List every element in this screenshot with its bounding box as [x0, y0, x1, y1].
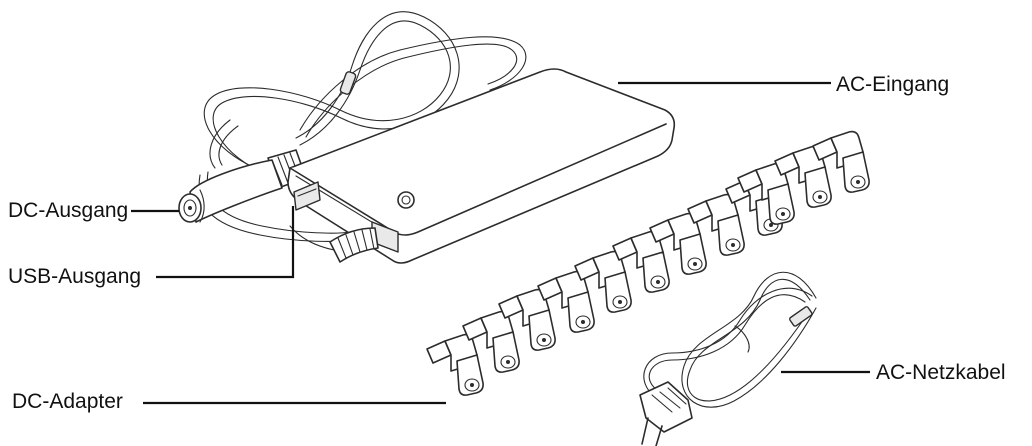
label-dc-adapter: DC-Adapter: [12, 390, 123, 414]
dc-tip-1: [427, 335, 483, 396]
ac-power-cable-icon: [640, 272, 816, 446]
label-dc-output: DC-Ausgang: [8, 199, 128, 223]
label-ac-power-cable: AC-Netzkabel: [876, 361, 1006, 385]
label-usb-output: USB-Ausgang: [8, 265, 141, 289]
leader-usb-ausgang: [156, 206, 293, 277]
label-ac-input: AC-Eingang: [836, 73, 949, 97]
